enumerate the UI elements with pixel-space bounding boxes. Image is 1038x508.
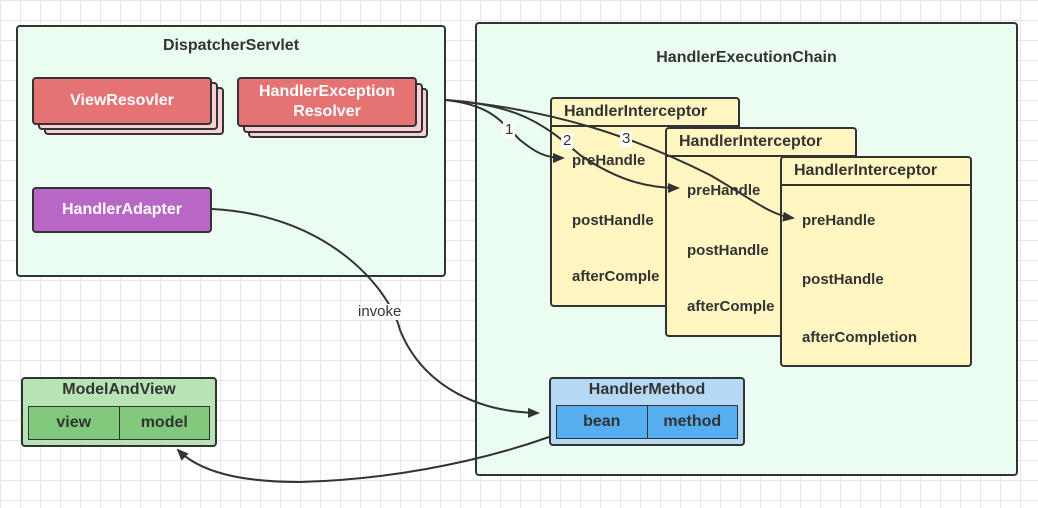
interceptor-divider (552, 125, 738, 127)
interceptor-title: HandlerInterceptor (794, 162, 938, 179)
arrow-step-2 (445, 99, 680, 193)
handler-method-method-field: method (646, 406, 737, 438)
handler-adapter-node[interactable]: HandlerAdapter (32, 187, 212, 233)
interceptor-posthandle: postHandle (572, 212, 654, 229)
arrow-invoke (211, 208, 540, 418)
exception-resolver-node[interactable]: HandlerException Resolver (237, 77, 417, 127)
arrow-step-1 (445, 99, 565, 163)
model-and-view-fields: view model (28, 406, 210, 440)
step-1-label: 1 (503, 121, 516, 138)
interceptor-divider (667, 155, 855, 157)
interceptor-aftercompletion: afterComple (687, 298, 775, 315)
model-and-view-node[interactable]: ModelAndView view model (21, 377, 217, 447)
handler-interceptor-3[interactable]: HandlerInterceptor preHandle postHandle … (780, 156, 972, 367)
interceptor-divider (782, 184, 970, 186)
model-and-view-view-field: view (29, 407, 119, 439)
model-and-view-title: ModelAndView (62, 381, 176, 398)
view-resolver-node[interactable]: ViewResovler (32, 77, 212, 125)
interceptor-posthandle: postHandle (802, 271, 884, 288)
dispatcher-servlet-title: DispatcherServlet (162, 37, 300, 54)
model-and-view-model-field: model (118, 407, 209, 439)
step-3-label: 3 (620, 130, 633, 147)
interceptor-prehandle: preHandle (572, 152, 646, 169)
dispatcher-servlet-container: DispatcherServlet (16, 25, 446, 277)
interceptor-aftercompletion: afterComple (572, 268, 660, 285)
handler-execution-chain-title: HandlerExecutionChain (656, 49, 837, 66)
arrow-return-model-and-view (176, 436, 550, 484)
interceptor-aftercompletion: afterCompletion (802, 329, 918, 346)
handler-adapter-label: HandlerAdapter (61, 201, 183, 218)
step-2-label: 2 (561, 132, 574, 149)
invoke-label: invoke (356, 303, 404, 320)
view-resolver-label: ViewResovler (70, 92, 174, 109)
handler-method-bean-field: bean (557, 406, 647, 438)
interceptor-title: HandlerInterceptor (679, 133, 823, 150)
handler-method-title: HandlerMethod (588, 381, 706, 398)
interceptor-title: HandlerInterceptor (564, 103, 708, 120)
arrow-step-3 (445, 99, 795, 222)
interceptor-prehandle: preHandle (802, 212, 876, 229)
handler-method-fields: bean method (556, 405, 738, 439)
interceptor-posthandle: postHandle (687, 242, 769, 259)
handler-method-node[interactable]: HandlerMethod bean method (549, 377, 745, 446)
exception-resolver-label: HandlerException Resolver (258, 83, 396, 120)
